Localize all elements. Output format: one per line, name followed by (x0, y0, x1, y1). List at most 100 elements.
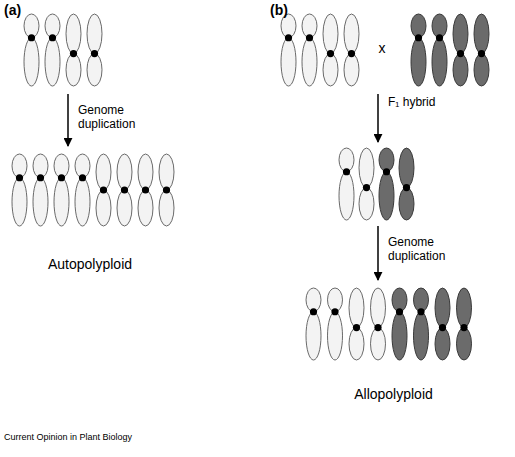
chromosome (411, 14, 426, 86)
chromosome-arm (399, 188, 414, 220)
chromosome (138, 154, 153, 226)
chromosome-arm (281, 38, 296, 86)
chromosome-arm (96, 190, 111, 226)
chromosome-arm (344, 54, 359, 86)
chromosome (12, 154, 27, 226)
chromosome-arm (87, 54, 102, 86)
chromosome (392, 288, 407, 360)
chromosome (306, 288, 321, 360)
chromosome-arm (323, 14, 338, 54)
centromere (49, 34, 56, 41)
process-arrow (67, 94, 69, 146)
chromosome-arm (96, 154, 111, 190)
centromere (285, 34, 292, 41)
chromosome-arm (339, 172, 354, 220)
chromosome (33, 154, 48, 226)
chromosome-arm (328, 312, 343, 360)
chromosome-arm (349, 328, 364, 360)
arrow-label: Genome duplication (78, 104, 160, 132)
centromere (306, 34, 313, 41)
centromere (70, 50, 77, 57)
centromere (327, 50, 334, 57)
chromosome-arm (457, 288, 472, 328)
centromere (460, 324, 467, 331)
centromere (343, 168, 350, 175)
centromere (396, 308, 403, 315)
chromosome-arm (359, 148, 374, 188)
chromosome (302, 14, 317, 86)
chromosome (66, 14, 81, 86)
chromosome (87, 14, 102, 86)
chromosome-arm (474, 54, 489, 86)
chromosome-arm (117, 190, 132, 226)
chromosome (96, 154, 111, 226)
chromosome-arm (411, 38, 426, 86)
process-arrow (377, 226, 379, 280)
chromosome (359, 148, 374, 220)
panel-label: (b) (270, 2, 304, 18)
chromosome (75, 154, 90, 226)
centromere (415, 34, 422, 41)
chromosome (281, 14, 296, 86)
chromosome-arm (24, 38, 39, 86)
chromosome-arm (435, 328, 450, 360)
chromosome (328, 288, 343, 360)
panel-label: (a) (4, 2, 38, 18)
chromosome-arm (66, 14, 81, 54)
chromosome (45, 14, 60, 86)
chromosome-arm (457, 328, 472, 360)
chromosome-arm (54, 178, 69, 226)
chromosome (339, 148, 354, 220)
chromosome (432, 14, 447, 86)
chromosome-arm (344, 14, 359, 54)
centromere (363, 184, 370, 191)
centromere (16, 174, 23, 181)
chromosome (379, 148, 394, 220)
centromere (353, 324, 360, 331)
centromere (163, 186, 170, 193)
centromere (310, 308, 317, 315)
figure-label: Autopolyploid (15, 256, 165, 272)
centromere (439, 324, 446, 331)
centromere (37, 174, 44, 181)
chromosome-arm (302, 38, 317, 86)
chromosome-arm (435, 288, 450, 328)
chromosome (24, 14, 39, 86)
centromere (142, 186, 149, 193)
centromere (348, 50, 355, 57)
chromosome-arm (414, 312, 429, 360)
chromosome-arm (349, 288, 364, 328)
chromosome-arm (75, 178, 90, 226)
chromosome-arm (117, 154, 132, 190)
centromere (383, 168, 390, 175)
chromosome-arm (159, 190, 174, 226)
chromosome-arm (399, 148, 414, 188)
chromosome (323, 14, 338, 86)
centromere (331, 308, 338, 315)
chromosome-arm (359, 188, 374, 220)
chromosome (453, 14, 468, 86)
chromosome (457, 288, 472, 360)
chromosome-arm (66, 54, 81, 86)
chromosome (474, 14, 489, 86)
chromosome-arm (474, 14, 489, 54)
chromosome-arm (371, 288, 386, 328)
centromere (478, 50, 485, 57)
chromosome (159, 154, 174, 226)
cross-symbol: x (372, 40, 392, 56)
chromosome-arm (159, 154, 174, 190)
chromosome-arm (453, 54, 468, 86)
chromosome-arm (12, 178, 27, 226)
chromosome-arm (392, 312, 407, 360)
chromosome (344, 14, 359, 86)
centromere (58, 174, 65, 181)
arrow-label: Genome duplication (388, 236, 470, 264)
centromere (457, 50, 464, 57)
centromere (121, 186, 128, 193)
chromosome (414, 288, 429, 360)
arrow-label: F₁ hybrid (388, 96, 488, 110)
chromosome-arm (306, 312, 321, 360)
centromere (374, 324, 381, 331)
